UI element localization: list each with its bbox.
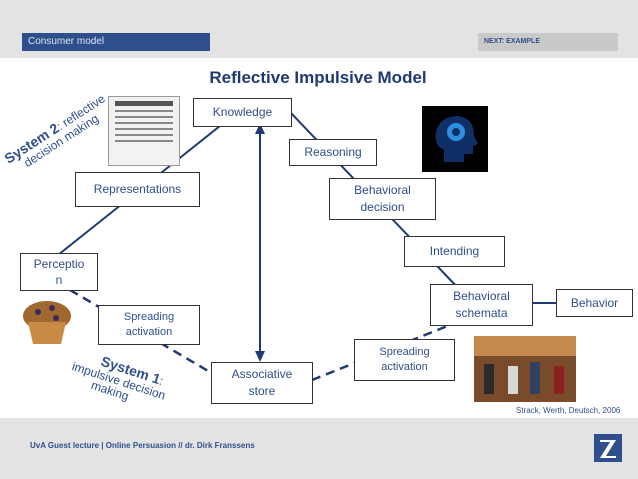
spreading-activation-left-line2: activation — [125, 326, 173, 338]
spreading-activation-right-line1: Spreading — [379, 345, 430, 358]
associative-store-box: Associative store — [211, 362, 313, 404]
dashed-store-schemata — [311, 323, 451, 382]
behavioral-schemata-line1: Behavioral — [453, 289, 510, 304]
nutrition-label-image — [108, 96, 180, 166]
university-logo — [594, 434, 622, 462]
behavior-box: Behavior — [556, 289, 633, 317]
footer-bar — [0, 418, 638, 479]
muffin-image — [20, 298, 74, 346]
intending-label: Intending — [429, 244, 480, 259]
behavioral-decision-line1: Behavioral — [354, 183, 411, 198]
footer-text: UvA Guest lecture | Online Persuasion //… — [30, 441, 255, 450]
knowledge-label: Knowledge — [212, 105, 273, 120]
behavioral-schemata-box: Behavioral schemata — [430, 284, 533, 326]
associative-store-line2: store — [248, 384, 276, 398]
perception-line2: n — [55, 273, 63, 287]
reasoning-box: Reasoning — [289, 139, 377, 166]
behavioral-schemata-line2: schemata — [455, 306, 508, 320]
intending-box: Intending — [404, 236, 505, 267]
behavioral-decision-line2: decision — [360, 200, 405, 214]
dashed-perception-store — [69, 288, 216, 377]
perception-box: Perceptio n — [20, 253, 98, 291]
citation: Strack, Werth, Deutsch, 2006 — [516, 406, 621, 415]
next-tab[interactable]: NEXT: EXAMPLE — [478, 33, 618, 51]
store-photo — [474, 336, 576, 402]
knowledge-box: Knowledge — [193, 98, 292, 127]
perception-line1: Perceptio — [33, 256, 85, 271]
brain-head-image — [422, 106, 488, 172]
spreading-activation-left-line1: Spreading — [123, 310, 175, 323]
associative-store-line1: Associative — [231, 367, 293, 382]
section-tab[interactable]: Consumer model — [22, 33, 210, 51]
arrowhead-down — [255, 351, 265, 362]
spreading-activation-right-box: Spreading activation — [354, 339, 455, 381]
behavioral-decision-box: Behavioral decision — [329, 178, 436, 220]
reasoning-label: Reasoning — [304, 145, 362, 160]
spreading-activation-left-box: Spreading activation — [98, 305, 200, 345]
arrowhead-up — [255, 123, 265, 134]
representations-label: Representations — [93, 182, 182, 197]
representations-box: Representations — [75, 172, 200, 207]
spreading-activation-right-line2: activation — [381, 361, 428, 373]
behavior-label: Behavior — [570, 295, 619, 310]
diagram-title: Reflective Impulsive Model — [209, 68, 427, 87]
